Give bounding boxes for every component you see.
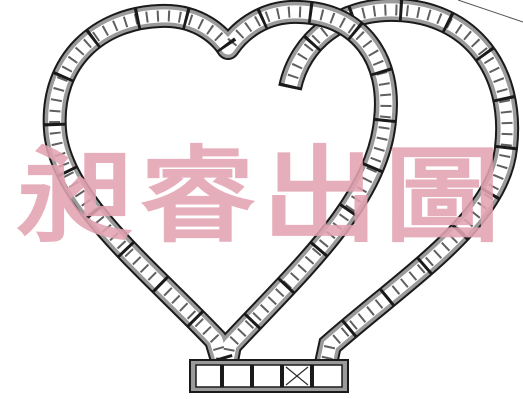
watermark: 昶睿出圖 <box>16 134 507 257</box>
corner-stroke <box>457 0 523 23</box>
left-heart-truss <box>42 0 398 369</box>
base-truss <box>189 359 349 393</box>
